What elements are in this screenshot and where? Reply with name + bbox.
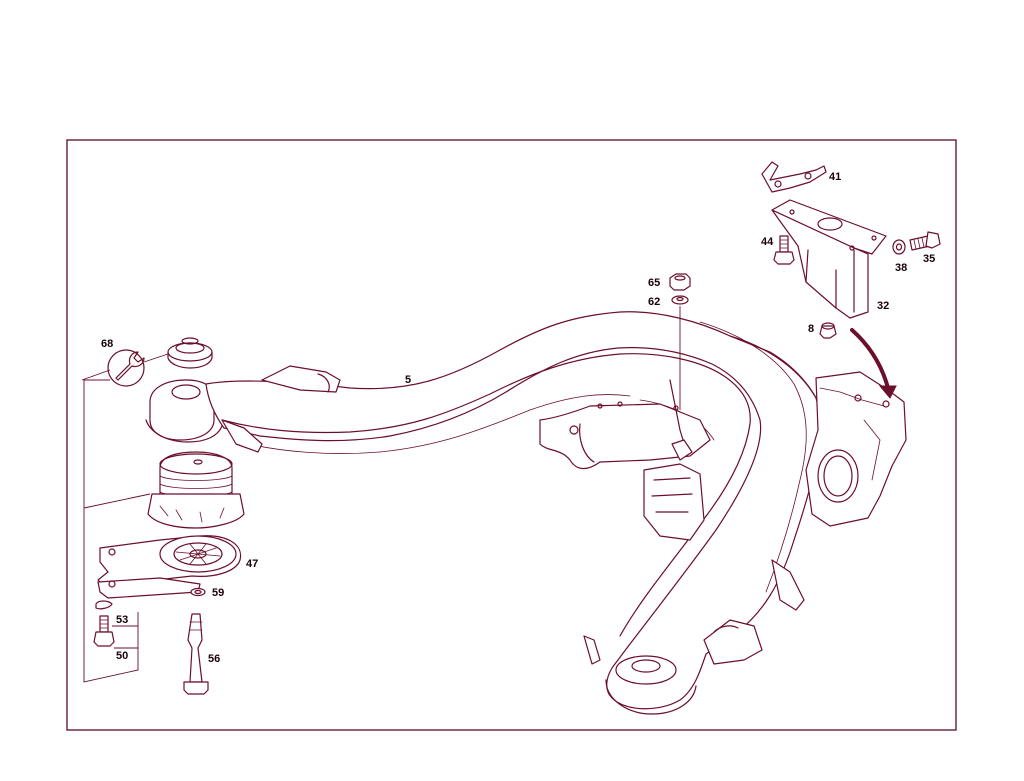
part-68-grommet — [167, 337, 213, 369]
callout-59: 59 — [212, 587, 224, 599]
callout-68: 68 — [101, 338, 113, 350]
callout-5: 5 — [405, 374, 411, 386]
rear-mount-bracket — [583, 559, 805, 665]
callout-8: 8 — [808, 323, 814, 335]
part-41-clip — [761, 161, 827, 193]
leader-68 — [81, 353, 169, 381]
callout-32: 32 — [877, 300, 889, 312]
callout-50: 50 — [116, 650, 128, 662]
part-35-bolt — [909, 231, 941, 251]
part-47-damping-plate — [97, 535, 242, 599]
part-59-washer — [190, 587, 206, 597]
callout-47: 47 — [246, 558, 258, 570]
part-38-washer — [892, 239, 906, 255]
callout-35: 35 — [923, 253, 935, 265]
drive-flange — [643, 439, 705, 541]
group-bracket-left — [83, 379, 151, 683]
part-44-bolt — [773, 235, 795, 265]
differential-housing — [805, 371, 907, 527]
callout-56: 56 — [208, 653, 220, 665]
callout-65: 65 — [648, 277, 660, 289]
callout-44: 44 — [761, 236, 774, 248]
part-50-bolt — [93, 615, 115, 647]
part-56-long-bolt — [183, 613, 209, 695]
wrench-icon — [107, 349, 145, 387]
part-8-rubber-stop — [819, 322, 837, 339]
callout-53: 53 — [116, 614, 128, 626]
callout-38: 38 — [895, 262, 907, 274]
rubber-mount-bushing — [147, 451, 245, 529]
part-32-mount-bracket — [771, 199, 887, 319]
callout-41: 41 — [829, 171, 841, 183]
part-62-washer — [671, 295, 689, 305]
part-65-nut — [669, 273, 691, 291]
assembly-arrow — [850, 328, 897, 399]
axle-carrier-subframe — [145, 311, 823, 715]
part-53-clip — [95, 600, 113, 610]
diagram-frame — [66, 139, 957, 731]
callout-62: 62 — [648, 296, 660, 308]
